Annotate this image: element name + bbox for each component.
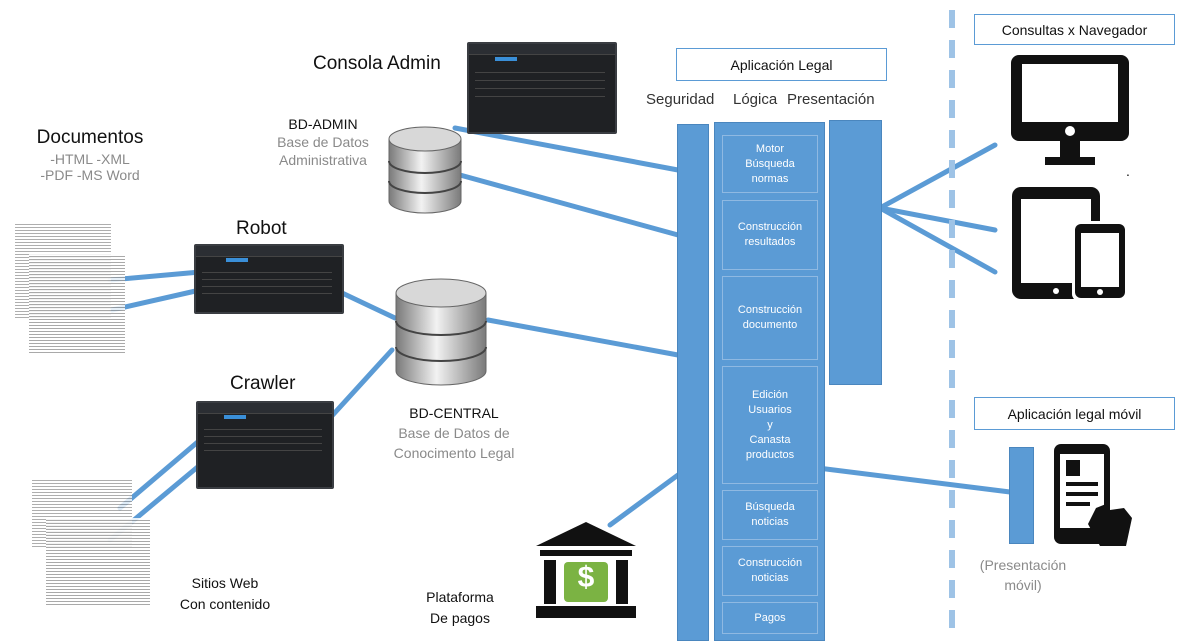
bd-central-desc1: Base de Datos de [398, 425, 510, 441]
documentos-label: Documentos -HTML -XML -PDF -MS Word [15, 127, 165, 183]
movil-note2: móvil) [1004, 577, 1042, 593]
presentacion-column [829, 120, 882, 385]
bd-admin-name: BD-ADMIN [288, 116, 358, 132]
pagos-line2: De pagos [430, 610, 490, 626]
movil-title: Aplicación legal móvil [1007, 405, 1142, 422]
pagos-label: Plataforma De pagos [410, 587, 510, 629]
crawler-title: Crawler [230, 373, 296, 394]
sitios-label: Sitios Web Con contenido [160, 573, 290, 615]
robot-title: Robot [236, 218, 287, 239]
column-label-presentacion: Presentación [787, 91, 875, 108]
documentos-line2: -PDF -MS Word [40, 167, 140, 183]
presentacion-movil-note: (Presentación móvil) [968, 555, 1078, 595]
bd-central-label: BD-CENTRAL Base de Datos de Conocimento … [384, 403, 524, 463]
consola-admin-screenshot [467, 42, 617, 134]
document-stack-icon [32, 478, 152, 608]
crawler-screenshot [196, 401, 334, 489]
column-label-logica: Lógica [733, 91, 778, 108]
documentos-title: Documentos [36, 127, 144, 148]
bd-admin-desc2: Administrativa [279, 152, 367, 168]
database-icon [388, 126, 462, 214]
pagos-line1: Plataforma [426, 589, 494, 605]
tablet-phone-icon [1012, 187, 1128, 301]
navegador-dot: . [1126, 163, 1130, 179]
documentos-line1: -HTML -XML [50, 151, 130, 167]
bd-admin-label: BD-ADMIN Base de Datos Administrativa [268, 115, 378, 169]
bank-dollar-symbol: $ [577, 561, 595, 594]
sitios-line1: Sitios Web [191, 575, 259, 591]
bd-central-desc2: Conocimento Legal [393, 445, 515, 461]
movil-title-box: Aplicación legal móvil [974, 397, 1175, 430]
app-title-box: Aplicación Legal [676, 48, 887, 81]
bank-icon [536, 522, 636, 618]
bd-central-name: BD-CENTRAL [409, 405, 499, 421]
navegador-title: Consultas x Navegador [1001, 21, 1148, 38]
document-stack-icon [15, 222, 125, 357]
module-pagos: Pagos [722, 602, 818, 634]
robot-screenshot [194, 244, 344, 314]
consola-admin-title: Consola Admin [313, 53, 441, 74]
database-icon [395, 278, 487, 386]
presentacion-movil-column [1009, 447, 1034, 544]
movil-note1: (Presentación [979, 557, 1067, 573]
app-title: Aplicación Legal [730, 56, 833, 73]
seguridad-column [677, 124, 709, 641]
sitios-line2: Con contenido [179, 596, 271, 612]
bd-admin-desc1: Base de Datos [277, 134, 369, 150]
column-label-seguridad: Seguridad [646, 91, 715, 108]
navegador-title-box: Consultas x Navegador [974, 14, 1175, 45]
mobile-touch-icon [1054, 444, 1132, 546]
monitor-icon [1011, 55, 1129, 165]
